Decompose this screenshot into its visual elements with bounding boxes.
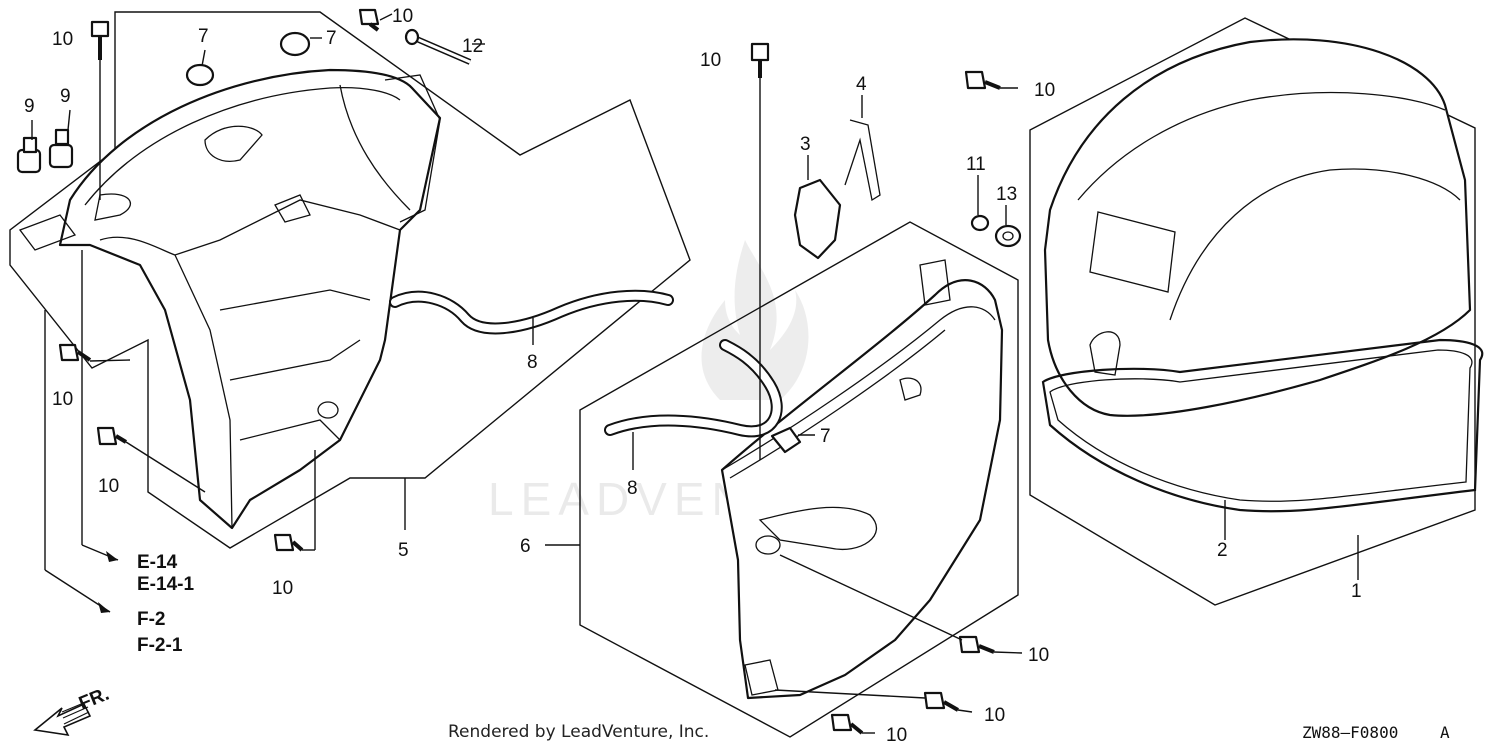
callout-11: 11 [966,154,986,175]
callout-6: 6 [520,536,531,557]
bolt-10-b [358,8,380,32]
bolt-10-g [964,70,1001,90]
callout-2: 2 [1217,540,1228,561]
diagram-code-suffix: A [1440,723,1450,742]
callout-12: 12 [462,36,483,57]
ref-f-2-1: F-2-1 [137,635,183,656]
callout-10: 10 [1034,80,1055,101]
callout-5: 5 [398,540,409,561]
bolt-10-c [58,343,92,362]
callout-7: 7 [820,426,831,447]
callout-4: 4 [856,74,867,95]
callout-13: 13 [996,184,1017,205]
callout-10: 10 [52,389,73,410]
under-cover-part [18,68,442,530]
grommet-9-a [16,136,42,174]
ref-e-14-1: E-14-1 [137,574,194,595]
clip-7-a [185,63,215,87]
pin-12 [404,28,472,65]
leader-lines [31,13,1359,734]
washer-11 [970,214,990,232]
diagram-code: ZW88—F0800 [1302,723,1398,742]
seal-2 [1041,338,1484,513]
bolt-10-h [958,635,995,654]
callout-8: 8 [527,352,538,373]
callout-10: 10 [700,50,721,71]
ref-f-2: F-2 [137,609,166,630]
callout-1: 1 [1351,581,1362,602]
bolt-10-d [96,426,128,446]
callout-9: 9 [60,86,71,107]
bolt-10-j [830,713,864,735]
engine-cover-part [1043,38,1472,417]
callout-10: 10 [52,29,73,50]
grommet-9-b [48,128,74,169]
callout-9: 9 [24,96,35,117]
credit-text: Rendered by LeadVenture, Inc. [448,722,709,742]
bracket-3 [793,178,842,260]
bolt-10-i [923,691,959,712]
callout-labels: 10 9 9 7 7 10 12 10 10 10 8 5 10 10 4 3 … [24,6,1362,746]
clip-7-c [770,426,802,454]
callout-7: 7 [198,26,209,47]
bolt-10-a [90,20,110,60]
grommet-13 [994,224,1022,248]
spring-4 [844,119,881,202]
bolt-10-e [273,533,304,552]
callout-10: 10 [886,725,907,746]
bolts-10 [58,8,1001,735]
callout-10: 10 [392,6,413,27]
lower-cover-assembly-box [579,221,1019,738]
front-label: FR. [76,684,112,715]
callout-10: 10 [98,476,119,497]
callout-7: 7 [326,28,337,49]
callout-10: 10 [1028,645,1049,666]
front-direction-arrow: FR. [33,684,112,737]
ref-e-14: E-14 [137,552,178,573]
cross-references: E-14 E-14-1 F-2 F-2-1 [137,552,194,656]
callout-3: 3 [800,134,811,155]
clip-7-b [279,31,311,57]
engine-cover-assembly-box [1029,17,1476,606]
callout-8: 8 [627,478,638,499]
undercover-assembly-box [9,11,691,549]
bolt-10-f [750,42,770,78]
callout-10: 10 [984,705,1005,726]
callout-10: 10 [272,578,293,599]
